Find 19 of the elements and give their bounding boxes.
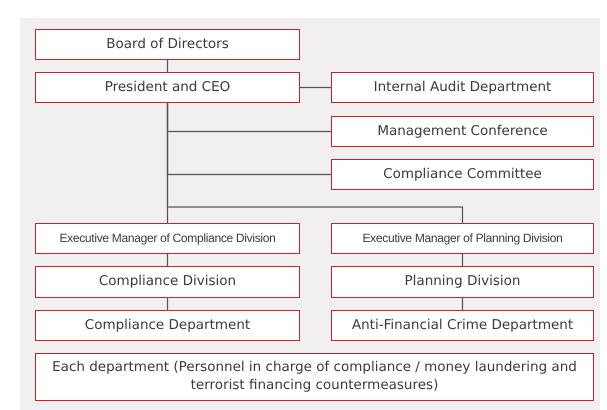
- org-box: Executive Manager of Planning Division: [331, 223, 594, 254]
- connector-line: [166, 254, 168, 266]
- org-box: Board of Directors: [35, 29, 300, 60]
- org-box: Compliance Committee: [331, 159, 594, 190]
- org-box: Each department (Personnel in charge of compliance / money laundering and terrorist financing countermeasures): [35, 353, 594, 401]
- org-box: President and CEO: [35, 72, 300, 103]
- connector-line: [166, 60, 168, 72]
- org-box: Planning Division: [331, 266, 594, 298]
- org-box: Management Conference: [331, 116, 594, 147]
- connector-line: [300, 86, 331, 88]
- org-box: Executive Manager of Compliance Division: [35, 223, 300, 254]
- org-box: Anti-Financial Crime Department: [331, 310, 594, 341]
- org-box: Compliance Department: [35, 310, 300, 341]
- org-box: Internal Audit Department: [331, 72, 594, 103]
- connector-line: [166, 298, 168, 310]
- connector-line: [462, 298, 464, 310]
- connector-line: [462, 254, 464, 266]
- connector-line: [166, 103, 464, 223]
- org-box: Compliance Division: [35, 266, 300, 298]
